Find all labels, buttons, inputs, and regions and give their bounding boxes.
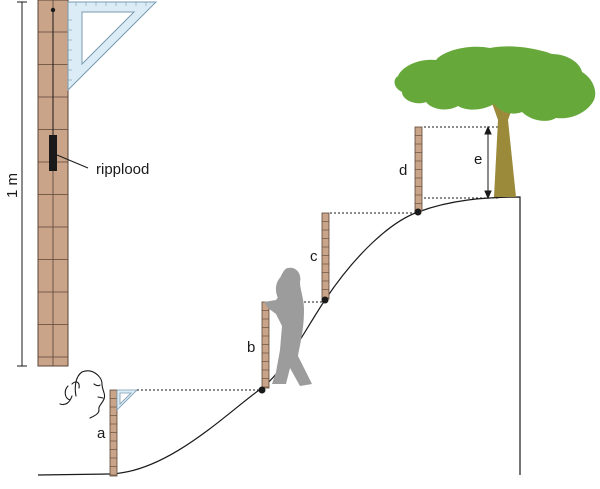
tree-foliage xyxy=(394,46,596,121)
label-b: b xyxy=(247,339,255,356)
measuring-staff-large xyxy=(37,0,69,367)
plumb-bob xyxy=(49,135,57,171)
measurement-points xyxy=(258,208,422,394)
staff-c xyxy=(321,212,330,300)
label-c: c xyxy=(310,248,318,265)
label-e: e xyxy=(474,151,482,168)
staff-b xyxy=(261,301,270,389)
tree-trunk xyxy=(488,88,518,197)
small-set-square xyxy=(116,389,138,411)
tree-icon xyxy=(394,46,596,197)
hiker-silhouette-icon xyxy=(264,267,312,386)
label-d: d xyxy=(399,162,407,179)
staff-a xyxy=(109,389,118,477)
sight-lines xyxy=(137,126,500,391)
label-a: a xyxy=(97,425,106,442)
height-dimension xyxy=(17,1,27,367)
plumb-label: ripplood xyxy=(96,161,149,178)
height-label: 1 m xyxy=(4,173,21,198)
set-square xyxy=(67,1,158,92)
dimension-e xyxy=(484,125,492,200)
staff-d xyxy=(414,126,423,212)
observer-face-icon xyxy=(59,370,106,419)
